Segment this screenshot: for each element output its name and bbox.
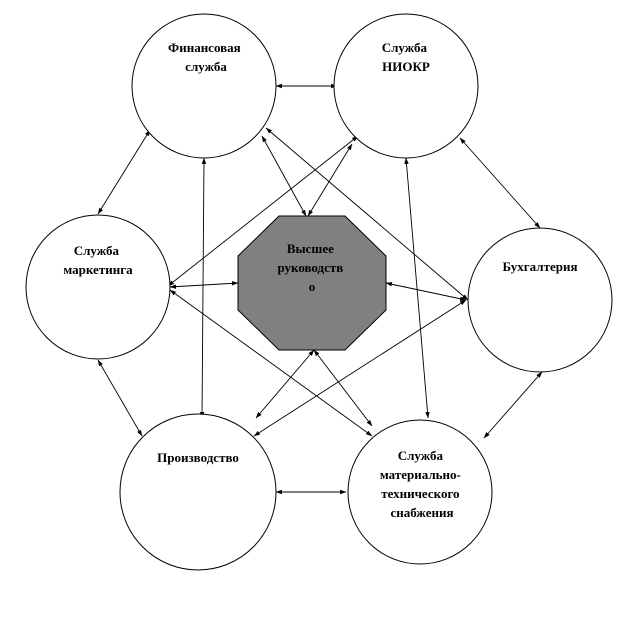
svg-text:Служба НИОКР: Служба НИОКР [382, 40, 431, 74]
link-finance-production [199, 157, 207, 419]
management-octagon [237, 215, 387, 351]
node-marketing: Служба маркетинга [25, 214, 171, 360]
production-label-line-1: Производство [157, 450, 239, 465]
marketing-circle [25, 214, 171, 360]
finance-label-line-2: служба [185, 59, 227, 74]
node-finance: Финансовая служба [131, 13, 277, 159]
connector-links [97, 83, 543, 495]
management-label-line-3: о [309, 279, 316, 294]
link-accounting-management [385, 282, 467, 301]
node-management: Высшее руководств о [237, 215, 387, 351]
svg-text:Производство: Производство [157, 450, 239, 465]
link-accounting-supply [483, 371, 543, 439]
supply-label-line-3: технического [381, 486, 459, 501]
link-marketing-management [169, 281, 239, 289]
node-supply: Служба материально- технического снабжен… [347, 419, 493, 565]
rnd-label-line-1: Служба [382, 40, 428, 55]
svg-text:Финансовая служба: Финансовая служба [168, 40, 244, 74]
supply-circle [347, 419, 493, 565]
link-finance-management [261, 135, 307, 217]
supply-label-line-4: снабжения [391, 505, 454, 520]
svg-text:Служба материально-: Служба материально- технического снабжен… [380, 448, 464, 520]
link-rnd-management [307, 143, 353, 217]
svg-text:Высшее руководств: Высшее руководств о [277, 241, 346, 294]
accounting-circle [467, 227, 613, 373]
finance-label-line-1: Финансовая [168, 40, 241, 55]
link-management-supply [313, 349, 373, 427]
node-accounting: Бухгалтерия [467, 227, 613, 373]
link-marketing-production [97, 359, 143, 437]
link-finance-marketing [97, 129, 151, 215]
svg-text:Служба маркетинга: Служба маркетинга [63, 243, 133, 277]
management-label-line-2: руководств [277, 260, 343, 275]
svg-text:Бухгалтерия: Бухгалтерия [503, 259, 578, 274]
production-circle [119, 413, 277, 571]
marketing-label-line-1: Служба [74, 243, 120, 258]
node-rnd: Служба НИОКР [333, 13, 479, 159]
link-management-production [255, 349, 315, 419]
supply-label-line-2: материально- [380, 467, 461, 482]
supply-label-line-1: Служба [398, 448, 444, 463]
rnd-circle [333, 13, 479, 159]
rnd-label-line-2: НИОКР [382, 59, 430, 74]
marketing-label-line-2: маркетинга [63, 262, 133, 277]
management-label-line-1: Высшее [287, 241, 334, 256]
accounting-label-line-1: Бухгалтерия [503, 259, 578, 274]
node-production: Производство [119, 413, 277, 571]
link-rnd-accounting [459, 137, 541, 229]
finance-circle [131, 13, 277, 159]
